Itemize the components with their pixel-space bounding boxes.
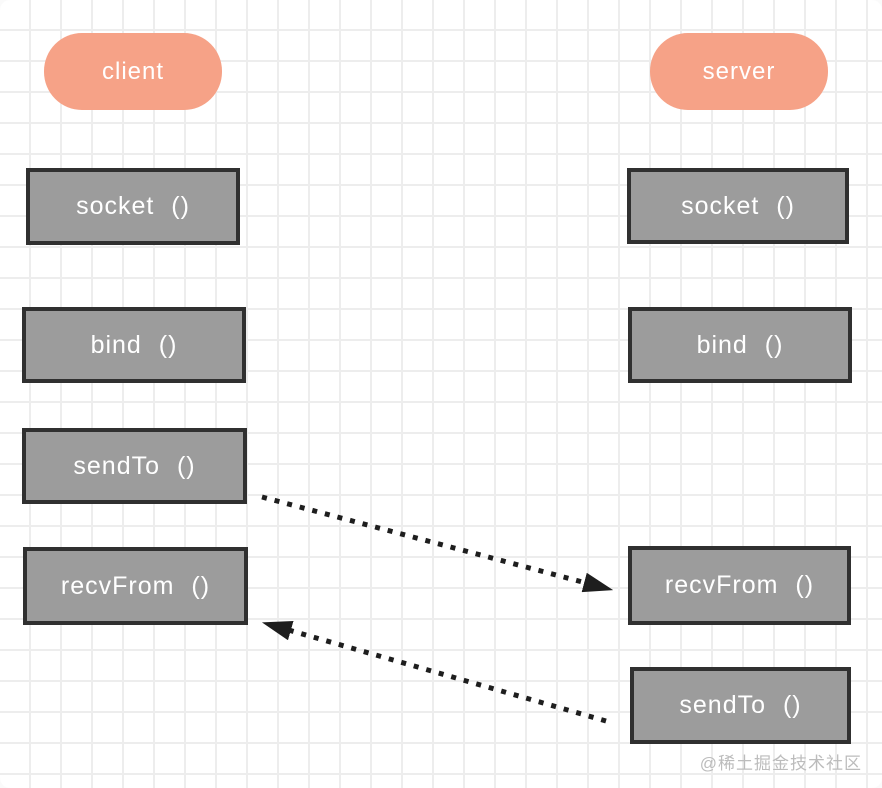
client-socket-label: socket (): [76, 192, 190, 220]
client-bind-label: bind (): [90, 330, 178, 359]
client-sendto-box: sendTo (): [22, 428, 247, 504]
server-sendto-box: sendTo (): [630, 667, 851, 744]
client-bind-box: bind (): [22, 307, 246, 383]
server-bind-label: bind (): [696, 330, 784, 359]
server-socket-box: socket (): [627, 168, 849, 244]
client-actor-pill: client: [44, 33, 222, 110]
client-actor-label: client: [101, 57, 165, 85]
server-sendto-label: sendTo (): [679, 691, 802, 719]
arrow-server-sendto-to-client-recvfrom-icon: [261, 621, 607, 724]
server-socket-label: socket (): [681, 191, 795, 220]
client-socket-box: socket (): [26, 168, 240, 245]
client-recvfrom-box: recvFrom (): [23, 547, 248, 625]
server-actor-pill: server: [650, 33, 828, 110]
server-recvfrom-label: recvFrom (): [664, 571, 815, 599]
client-recvfrom-label: recvFrom (): [60, 571, 211, 600]
server-actor-label: server: [702, 57, 776, 85]
client-sendto-label: sendTo (): [73, 451, 196, 480]
server-recvfrom-box: recvFrom (): [628, 546, 851, 625]
server-bind-box: bind (): [628, 307, 852, 383]
watermark: @稀土掘金技术社区: [699, 754, 862, 773]
arrow-client-sendto-to-server-recvfrom-icon: [261, 494, 614, 593]
